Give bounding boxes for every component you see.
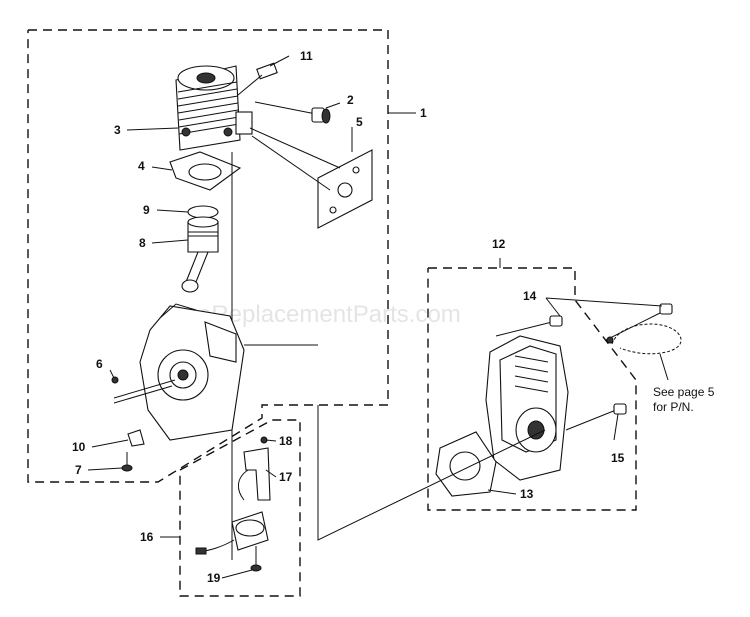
- callout-8: 8: [139, 236, 146, 250]
- piston-part: [181, 216, 219, 293]
- group-12-boundary: [427, 267, 637, 511]
- watermark: eReplacementParts.com: [198, 301, 461, 328]
- part-10: [127, 429, 145, 447]
- callout-3: 3: [114, 123, 121, 137]
- spark-plug-part: [237, 62, 278, 96]
- ignition-module-part: [195, 436, 271, 572]
- wire-loop: [611, 323, 682, 355]
- screw-14-part: [495, 303, 673, 344]
- callout-7: 7: [75, 463, 82, 477]
- callout-15: 15: [611, 451, 625, 465]
- gasket-4-part: [169, 151, 242, 191]
- callout-5: 5: [356, 115, 363, 129]
- callout-16: 16: [140, 530, 154, 544]
- connection-line: [317, 405, 546, 541]
- callout-9: 9: [143, 203, 150, 217]
- callout-14: 14: [523, 289, 537, 303]
- callout-11: 11: [300, 49, 313, 63]
- callout-19: 19: [207, 571, 221, 585]
- callout-1: 1: [420, 106, 427, 120]
- crankcase-part: [113, 303, 245, 441]
- gasket-13-part: [435, 431, 497, 497]
- callout-17: 17: [279, 470, 293, 484]
- callout-13: 13: [520, 487, 534, 501]
- note-line-2: for P/N.: [653, 400, 694, 414]
- piston-ring-part: [187, 205, 219, 219]
- screw-7-part: [121, 452, 133, 472]
- callout-18: 18: [279, 434, 293, 448]
- group-1-boundary: [27, 29, 389, 483]
- callout-6: 6: [96, 357, 103, 371]
- cylinder-part: [175, 65, 253, 151]
- callout-2: 2: [347, 93, 354, 107]
- clutch-housing-part: [485, 335, 569, 481]
- gasket-5-part: [249, 127, 373, 229]
- callout-12: 12: [492, 237, 506, 251]
- callout-4: 4: [138, 159, 145, 173]
- screw-2-part: [254, 101, 331, 124]
- callout-10: 10: [72, 440, 86, 454]
- note-line-1: See page 5: [653, 385, 715, 399]
- part-6: [111, 376, 119, 384]
- screw-15-part: [565, 403, 627, 431]
